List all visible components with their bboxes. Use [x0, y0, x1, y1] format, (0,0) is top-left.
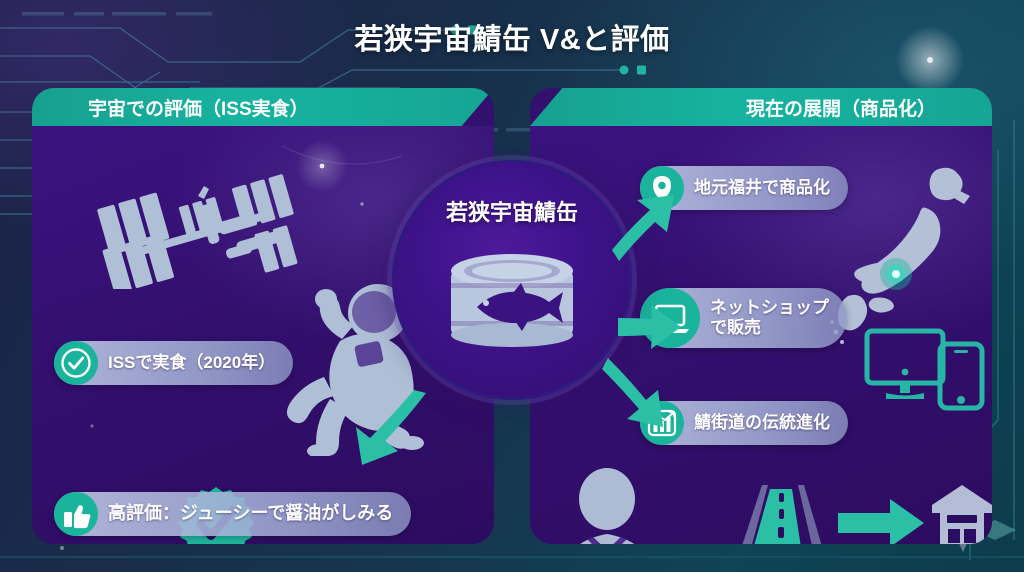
- businessman-icon: [579, 468, 635, 544]
- right-item-1-label: ネットショップ で販売: [710, 297, 829, 337]
- left-item-1-label: 高評価：ジューシーで醤油がしみる: [108, 503, 394, 524]
- laptop-icon: [640, 288, 700, 348]
- right-item-0[interactable]: 地元福井で商品化: [640, 166, 848, 210]
- left-item-0-label: ISSで実食（2020年）: [108, 352, 276, 372]
- left-panel: ISSで実食（2020年） 高評価：ジューシーで醤油がしみる 宇宙での評価（IS…: [32, 88, 494, 544]
- check-circle-icon: [54, 341, 98, 385]
- road-icon: [742, 485, 822, 544]
- right-panel-header: 現在の展開（商品化）: [530, 88, 992, 126]
- right-item-2[interactable]: 鯖街道の伝統進化: [640, 401, 848, 445]
- right-item-0-label: 地元福井で商品化: [694, 177, 830, 197]
- arrow-right-icon: [838, 499, 924, 544]
- thumbs-up-icon: [54, 492, 98, 536]
- canned-mackerel-icon: [451, 254, 573, 347]
- center-node: 若狭宇宙鯖缶: [392, 160, 632, 400]
- iss-station-icon: [97, 174, 298, 289]
- growth-chart-icon: [640, 401, 684, 445]
- page-title: 若狭宇宙鯖缶 V&と評価: [354, 24, 670, 56]
- left-panel-header-label: 宇宙での評価（ISS実食）: [88, 98, 309, 120]
- left-panel-header: 宇宙での評価（ISS実食）: [32, 88, 494, 126]
- map-pin-icon: [640, 166, 684, 210]
- right-item-1[interactable]: ネットショップ で販売: [640, 288, 847, 348]
- right-panel-header-label: 現在の展開（商品化）: [745, 98, 936, 120]
- left-item-0[interactable]: ISSで実食（2020年）: [54, 341, 294, 385]
- right-item-2-label: 鯖街道の伝統進化: [694, 412, 830, 432]
- devices-icon: [864, 328, 985, 411]
- warehouse-icon: [932, 485, 992, 544]
- center-label: 若狭宇宙鯖缶: [445, 200, 578, 225]
- left-item-1[interactable]: 高評価：ジューシーで醤油がしみる: [54, 492, 412, 536]
- road-to-warehouse-icon: [742, 485, 992, 544]
- map-marker-fukui: [880, 258, 912, 290]
